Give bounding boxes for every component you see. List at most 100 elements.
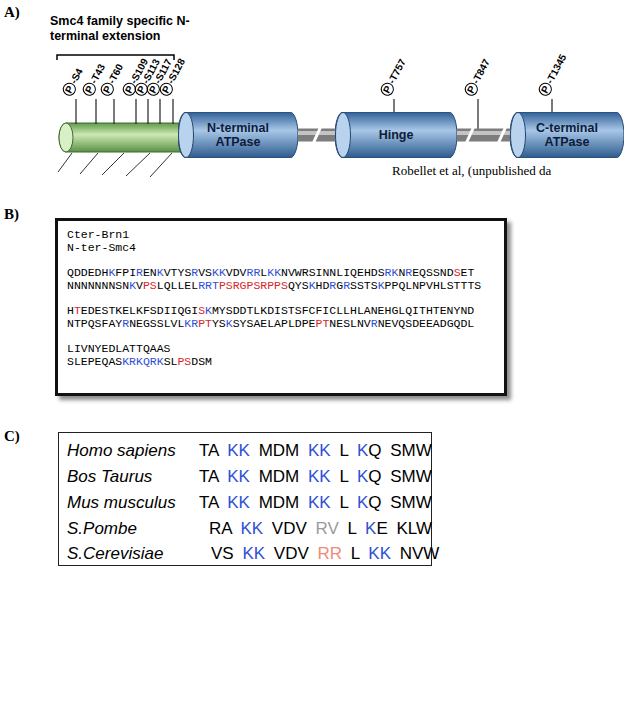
residue-run: EDESTKELKFSDIIQGI xyxy=(81,304,198,317)
cylinder-body xyxy=(510,112,624,158)
residue-run: VDV xyxy=(263,519,315,538)
sequence-line: NTPQSFAYRNEGSSLVLKRPTYSKSYSAELAPLDPEPTNE… xyxy=(67,317,495,330)
residue-run: R xyxy=(371,317,378,330)
residue-run: ET xyxy=(461,266,475,279)
residue-run: EQSSND xyxy=(412,266,453,279)
residue-run: KRKQRK xyxy=(122,355,163,368)
residue-run: LQLLEL xyxy=(157,279,198,292)
phospho-stick xyxy=(113,99,114,124)
residue-run: SLEPEQAS xyxy=(67,355,122,368)
region-heading: Smc4 family specific N-terminal extensio… xyxy=(50,14,220,44)
cylinder-body xyxy=(335,112,457,158)
residue-run: R xyxy=(405,266,412,279)
residue-run: VTYS xyxy=(164,266,192,279)
species-name: Homo sapiens xyxy=(67,441,176,461)
extension-cylinder xyxy=(59,123,191,152)
residue-run: NVW xyxy=(391,544,439,563)
residue-run: KK xyxy=(240,519,263,538)
phospho-stick xyxy=(551,99,552,113)
residue-run: R xyxy=(122,317,129,330)
residue-run: K xyxy=(365,519,376,538)
linker-tube-body xyxy=(457,129,510,142)
residue-run: QYS xyxy=(288,279,309,292)
leader-line xyxy=(80,153,98,174)
residue-run: NESLNV xyxy=(329,317,370,330)
residue-run: R xyxy=(191,266,198,279)
species-name: Bos Taurus xyxy=(67,467,152,487)
break-slash xyxy=(497,124,507,146)
residue-run: RRT xyxy=(198,279,219,292)
residue-run: L xyxy=(331,493,357,512)
leader-line xyxy=(58,153,72,172)
phospho-stick xyxy=(135,99,136,124)
residue-run: MDM xyxy=(250,493,308,512)
phospho-site: P-T757 xyxy=(379,57,408,98)
residue-run: R xyxy=(329,279,336,292)
residue-run: KR xyxy=(184,317,198,330)
residue-run: K xyxy=(378,279,385,292)
residue-run: R xyxy=(136,266,143,279)
atpase-domain: C-terminal ATPase xyxy=(510,112,624,158)
species-name: S.Pombe xyxy=(67,519,137,539)
residue-run: NEVQSDEEADGQDL xyxy=(378,317,475,330)
linker-tube-highlight xyxy=(457,131,510,135)
sequence-line: LIVNYEDLATTQAAS xyxy=(67,342,495,355)
residue-run: KK xyxy=(308,441,331,460)
aligned-sequence: RA KK VDV RV L KE KLW xyxy=(209,519,432,539)
cylinder-cap xyxy=(59,123,73,152)
aligned-sequence: VS KK VDV RR L KK NVW xyxy=(211,544,439,564)
residue-run: SYSAELAPLDPE xyxy=(233,317,316,330)
cylinder-cap xyxy=(336,113,351,158)
residue-run: H xyxy=(67,304,74,317)
residue-run: Q SMW xyxy=(368,441,432,460)
residue-run: VS xyxy=(198,266,212,279)
phospho-stick xyxy=(159,99,160,124)
residue-run: Q SMW xyxy=(368,467,432,486)
residue-run: KK xyxy=(368,544,391,563)
citation-note: Robellet et al, (unpublished da xyxy=(392,163,551,179)
residue-run: S xyxy=(454,266,461,279)
residue-run: RK xyxy=(385,266,399,279)
phospho-stick xyxy=(172,99,173,124)
aligned-sequence: TA KK MDM KK L KQ SMW xyxy=(199,441,432,461)
residue-run: NEGSSLVL xyxy=(129,317,184,330)
aligned-sequence: TA KK MDM KK L KQ SMW xyxy=(199,493,432,513)
residue-run: VDV xyxy=(226,266,247,279)
residue-run: PT xyxy=(198,317,212,330)
residue-run: SSTS xyxy=(350,279,378,292)
break-slash xyxy=(465,124,475,146)
sequence-box: Cter-Brn1N-ter-Smc4QDDEDHKFPIRENKVTYSRVS… xyxy=(55,218,507,396)
residue-run: EN xyxy=(143,266,157,279)
residue-run: L xyxy=(342,544,368,563)
phospho-stick xyxy=(75,99,76,124)
hinge-domain: Hinge xyxy=(335,112,457,158)
residue-run: PT xyxy=(316,317,330,330)
cylinder-cap xyxy=(179,113,194,158)
residue-run: VDV xyxy=(265,544,317,563)
residue-run: K xyxy=(129,279,136,292)
leader-line xyxy=(150,153,172,177)
residue-run: L xyxy=(260,266,267,279)
residue-run: PSRGPSRPPS xyxy=(219,279,288,292)
linker-tube xyxy=(457,133,510,135)
residue-run: KK xyxy=(308,467,331,486)
residue-run: S xyxy=(198,304,205,317)
aligned-sequence: TA KK MDM KK L KQ SMW xyxy=(199,467,432,487)
panel-label: A) xyxy=(4,4,20,21)
residue-run: K xyxy=(157,266,164,279)
residue-run: KK xyxy=(308,493,331,512)
species-name: S.Cerevisiae xyxy=(67,544,163,564)
residue-run: R xyxy=(343,279,350,292)
residue-run: TA xyxy=(199,441,227,460)
residue-run: YS xyxy=(212,317,226,330)
residue-run: FPI xyxy=(115,266,136,279)
residue-run: TA xyxy=(199,467,227,486)
phospho-site: P-T1345 xyxy=(537,52,569,98)
residue-run: TA xyxy=(199,493,227,512)
residue-run: NNNNNNNSN xyxy=(67,279,129,292)
leader-lines xyxy=(58,153,172,177)
residue-run: KK xyxy=(227,441,250,460)
residue-run: NTPQSFAY xyxy=(67,317,122,330)
domain-name: N-terminal ATPase xyxy=(196,121,280,149)
residue-run: RV xyxy=(316,519,339,538)
